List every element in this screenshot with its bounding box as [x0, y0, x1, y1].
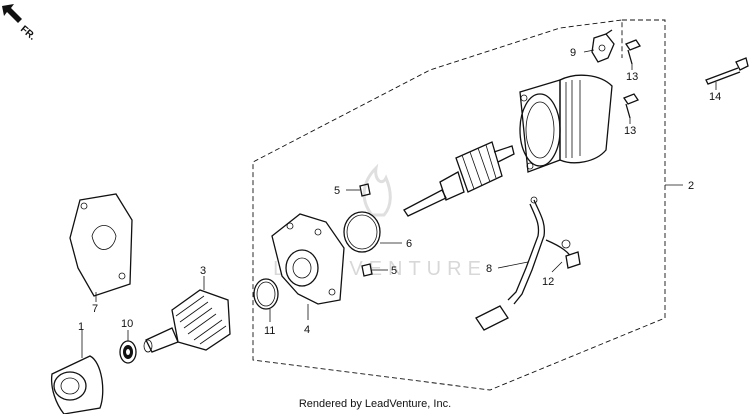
leader-8 [497, 261, 529, 269]
part-long-bolt [705, 57, 749, 85]
part-collar [50, 355, 104, 414]
front-label: FR. [18, 24, 38, 43]
callout-4: 4 [304, 324, 310, 336]
callout-1: 1 [78, 321, 84, 333]
leader-12 [551, 261, 563, 273]
callout-9: 9 [570, 47, 576, 59]
part-bolt-lower [623, 93, 639, 119]
callout-2: 2 [688, 180, 694, 192]
part-gasket-plate [69, 193, 133, 297]
callout-13-upper: 13 [626, 71, 638, 83]
part-front-cover [271, 213, 345, 305]
part-terminal-bracket [591, 29, 615, 63]
front-direction-indicator: FR. [2, 4, 38, 43]
part-armature [403, 141, 515, 217]
flame-logo-icon [362, 163, 392, 217]
callout-5-lower: 5 [391, 265, 397, 277]
part-o-ring-small [253, 278, 279, 310]
callout-3: 3 [200, 265, 206, 277]
callout-13-lower: 13 [624, 125, 636, 137]
part-o-ring-large [343, 211, 381, 253]
part-brush-spring-lower [361, 263, 373, 277]
callout-6: 6 [406, 238, 412, 250]
callout-11: 11 [264, 325, 275, 337]
render-credit: Rendered by LeadVenture, Inc. [298, 398, 452, 410]
part-starter-motor-housing [519, 74, 613, 173]
callout-12: 12 [542, 276, 554, 288]
front-arrow-icon [2, 4, 22, 23]
part-brush-spring-upper [359, 183, 371, 197]
callout-7: 7 [92, 303, 98, 315]
callout-5-upper: 5 [334, 185, 340, 197]
assembly-boundary [252, 19, 666, 391]
part-bearing [119, 340, 137, 364]
part-bolt-upper [625, 39, 641, 65]
callout-14: 14 [709, 91, 721, 103]
callout-8: 8 [486, 263, 492, 275]
part-terminal [561, 239, 581, 269]
leader-9 [583, 49, 595, 53]
callout-10: 10 [121, 318, 133, 330]
part-starter-drive-gear [143, 289, 231, 353]
